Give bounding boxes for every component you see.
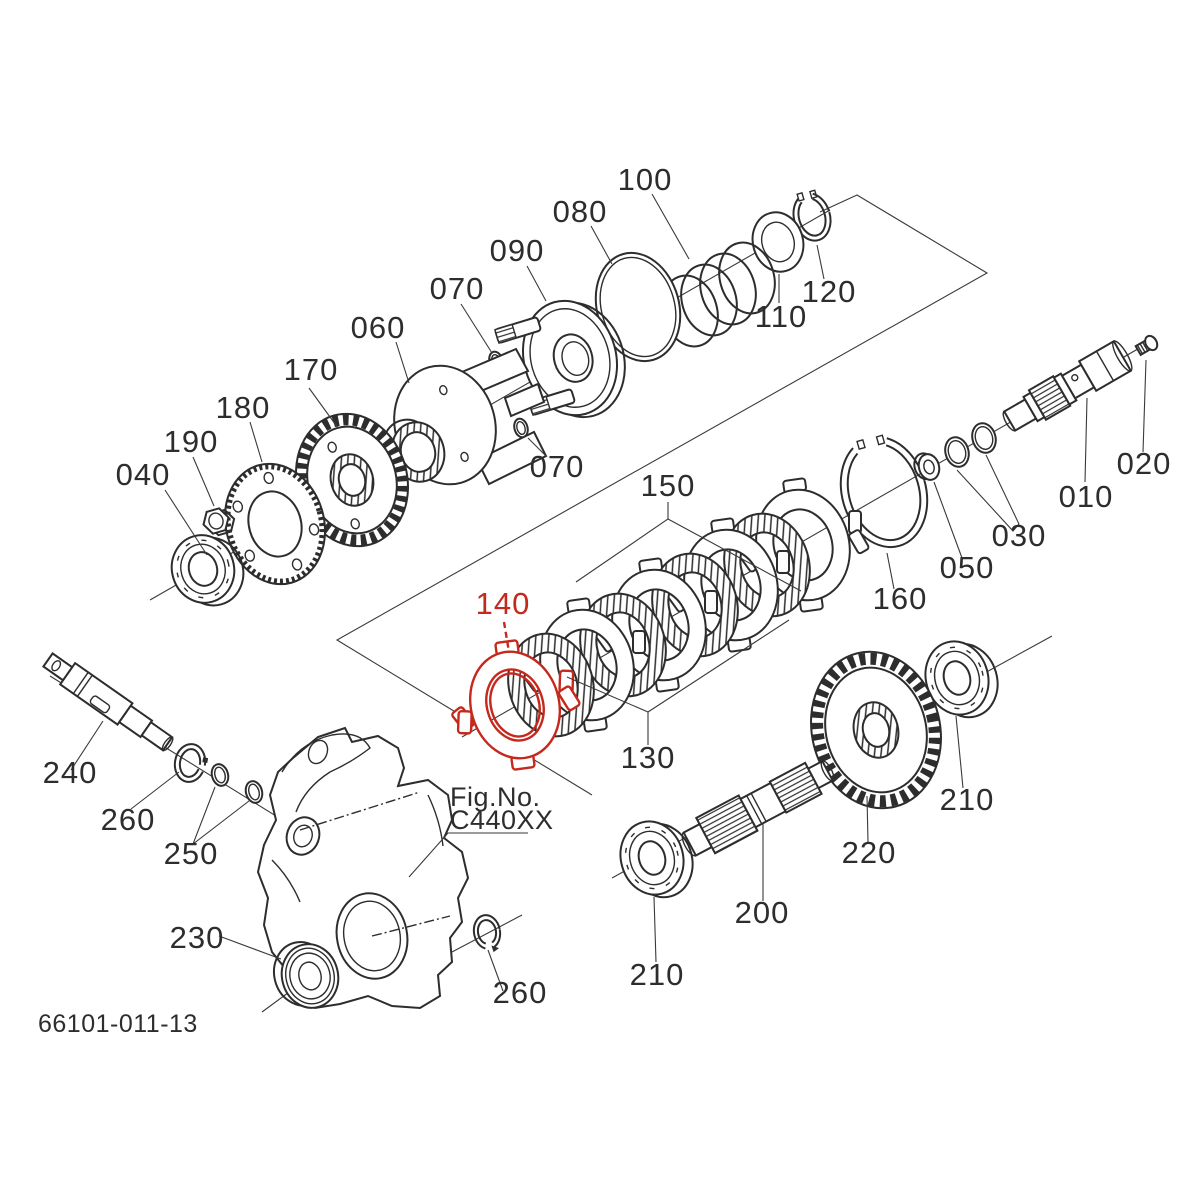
part-230-seal [272, 941, 340, 1009]
callout-220: 220 [842, 835, 897, 870]
callout-110: 110 [755, 299, 807, 334]
callout-070-upper: 070 [430, 271, 485, 306]
callout-070-lower: 070 [530, 449, 585, 484]
callout-040: 040 [116, 457, 171, 492]
part-250-o-ring-a [210, 763, 230, 787]
callout-260-lower: 260 [493, 975, 548, 1010]
part-190-nut [202, 507, 236, 537]
callout-030: 030 [992, 518, 1047, 553]
callout-180: 180 [216, 390, 271, 425]
part-090-piston-plate [494, 299, 626, 419]
part-260-snap-ring-lower [472, 914, 502, 953]
callout-060: 060 [351, 310, 406, 345]
callout-150: 150 [641, 468, 696, 503]
part-210-bearing-right [924, 640, 999, 719]
part-040-bearing [170, 534, 245, 607]
callout-260-upper: 260 [101, 802, 156, 837]
part-030-o-ring-a [944, 436, 970, 468]
figure-reference: Fig.No. C440XX [450, 782, 554, 835]
callout-130: 130 [621, 740, 676, 775]
part-020-screw [1134, 334, 1159, 357]
clutch-pack [451, 477, 870, 771]
callout-010: 010 [1059, 479, 1114, 514]
part-050-washer [913, 452, 941, 481]
part-090-stud-upper [494, 316, 542, 345]
part-200-splined-shaft [681, 759, 835, 857]
callout-050: 050 [940, 550, 995, 585]
callout-020: 020 [1117, 446, 1172, 481]
callout-090: 090 [490, 233, 545, 268]
part-160-snap-ring [839, 434, 929, 549]
housing-cover-drawing [256, 726, 470, 1010]
leader-lines [70, 193, 1147, 992]
callout-100: 100 [618, 162, 673, 197]
callout-210-left: 210 [630, 957, 685, 992]
part-110-washer [751, 211, 805, 273]
part-220-gear [810, 650, 942, 810]
callout-190: 190 [164, 424, 219, 459]
part-140-pressure-plate-highlighted [451, 639, 581, 771]
part-180-plate [223, 462, 327, 586]
callout-250: 250 [164, 836, 219, 871]
part-250-o-ring-b [244, 780, 264, 804]
fig-no-label: Fig.No. [450, 782, 541, 812]
part-210-bearing-left [619, 820, 694, 899]
part-030-o-ring-b [971, 422, 997, 454]
part-010-shaft [1002, 339, 1133, 432]
callout-230: 230 [170, 920, 225, 955]
callout-200: 200 [735, 895, 790, 930]
fig-no-value: C440XX [450, 805, 554, 835]
callout-120: 120 [802, 274, 857, 309]
drawing-number: 66101-011-13 [38, 1010, 198, 1038]
callout-160: 160 [873, 581, 928, 616]
callout-labels: 100 080 090 070 060 170 180 190 040 070 … [43, 162, 1172, 1010]
callout-080: 080 [553, 194, 608, 229]
callout-240: 240 [43, 755, 98, 790]
callout-170: 170 [284, 352, 339, 387]
callout-140-highlighted: 140 [476, 586, 531, 621]
part-240-control-shaft [42, 652, 174, 752]
callout-210-right: 210 [940, 782, 995, 817]
part-100-spring [661, 241, 776, 348]
